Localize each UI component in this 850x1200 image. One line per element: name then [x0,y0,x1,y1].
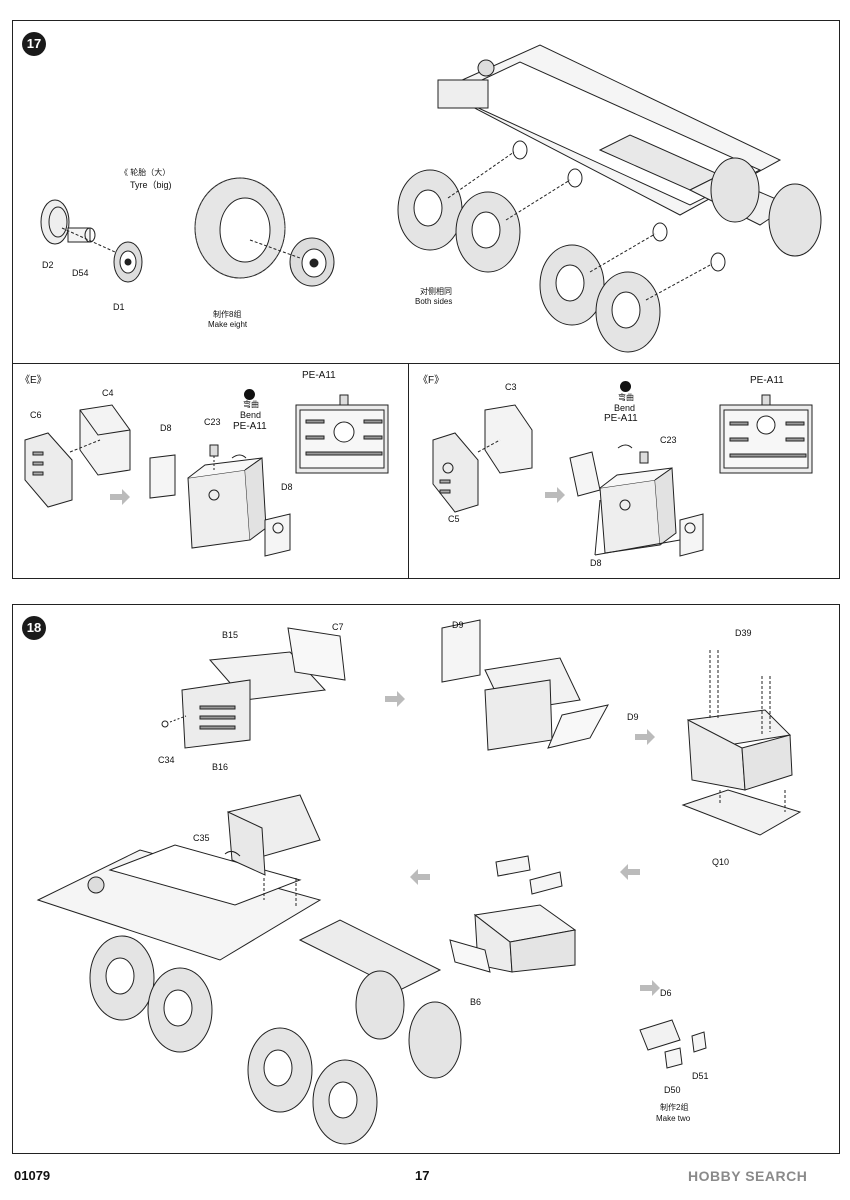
watermark: HOBBY SEARCH [688,1168,808,1184]
label-c6: C6 [30,410,42,420]
label-pe-a11-f-top: PE-A11 [750,375,784,386]
label-d39: D39 [735,628,752,638]
hub-d2 [40,199,70,245]
label-d8-e2: D8 [281,482,293,492]
hub-d1 [113,241,143,283]
label-d9-right: D9 [627,712,639,722]
bend-cn-f: 弯曲 [618,393,634,402]
label-c35: C35 [193,833,210,843]
label-c5: C5 [448,514,460,524]
sub-f-tag: 《F》 [418,375,445,386]
tyre-note-en: Tyre（big) [130,180,172,190]
chassis-wheels-step17 [397,140,822,353]
make-eight-cn: 制作8组 [213,310,242,319]
kit-code: 01079 [14,1168,51,1183]
step-number-18: 18 [22,616,46,640]
make-two-cn: 制作2组 [660,1103,689,1112]
label-d54: D54 [72,268,89,278]
label-c3: C3 [505,382,517,392]
label-d9-top: D9 [452,620,464,630]
both-sides-cn: 对侧相同 [420,287,452,296]
label-b6: B6 [470,997,482,1007]
bend-en-e: Bend [240,410,262,420]
label-d8-e1: D8 [160,423,172,433]
label-c7: C7 [332,622,344,632]
page-number: 17 [415,1168,430,1183]
step-number-17: 17 [22,32,46,56]
label-q10: Q10 [712,857,730,867]
make-two-en: Make two [656,1114,691,1123]
sub-e-tag: 《E》 [20,375,47,386]
both-sides-en: Both sides [415,297,453,306]
label-b15: B15 [222,630,239,640]
make-eight-en: Make eight [208,320,248,329]
label-d1: D1 [113,302,125,312]
label-b16: B16 [212,762,229,772]
bend-icon-e [244,389,255,400]
label-c23-f: C23 [660,435,677,445]
label-c34: C34 [158,755,175,765]
label-pe-a11-e-top: PE-A11 [302,370,336,381]
bend-cn-e: 弯曲 [243,400,259,409]
label-c23-e: C23 [204,417,221,427]
tyre-big [194,177,335,287]
tyre-note-cn: 《 轮胎（大） [120,168,171,177]
label-c4: C4 [102,388,114,398]
label-d51: D51 [692,1071,709,1081]
label-d50: D50 [664,1085,681,1095]
hub-d54 [67,227,96,243]
label-d8-f: D8 [590,558,602,568]
bend-en-f: Bend [614,403,636,413]
bend-icon-f [620,381,631,392]
label-pe-a11-e: PE-A11 [233,421,267,432]
label-pe-a11-f: PE-A11 [604,413,638,424]
label-d6: D6 [660,988,672,998]
label-d2: D2 [42,260,54,270]
